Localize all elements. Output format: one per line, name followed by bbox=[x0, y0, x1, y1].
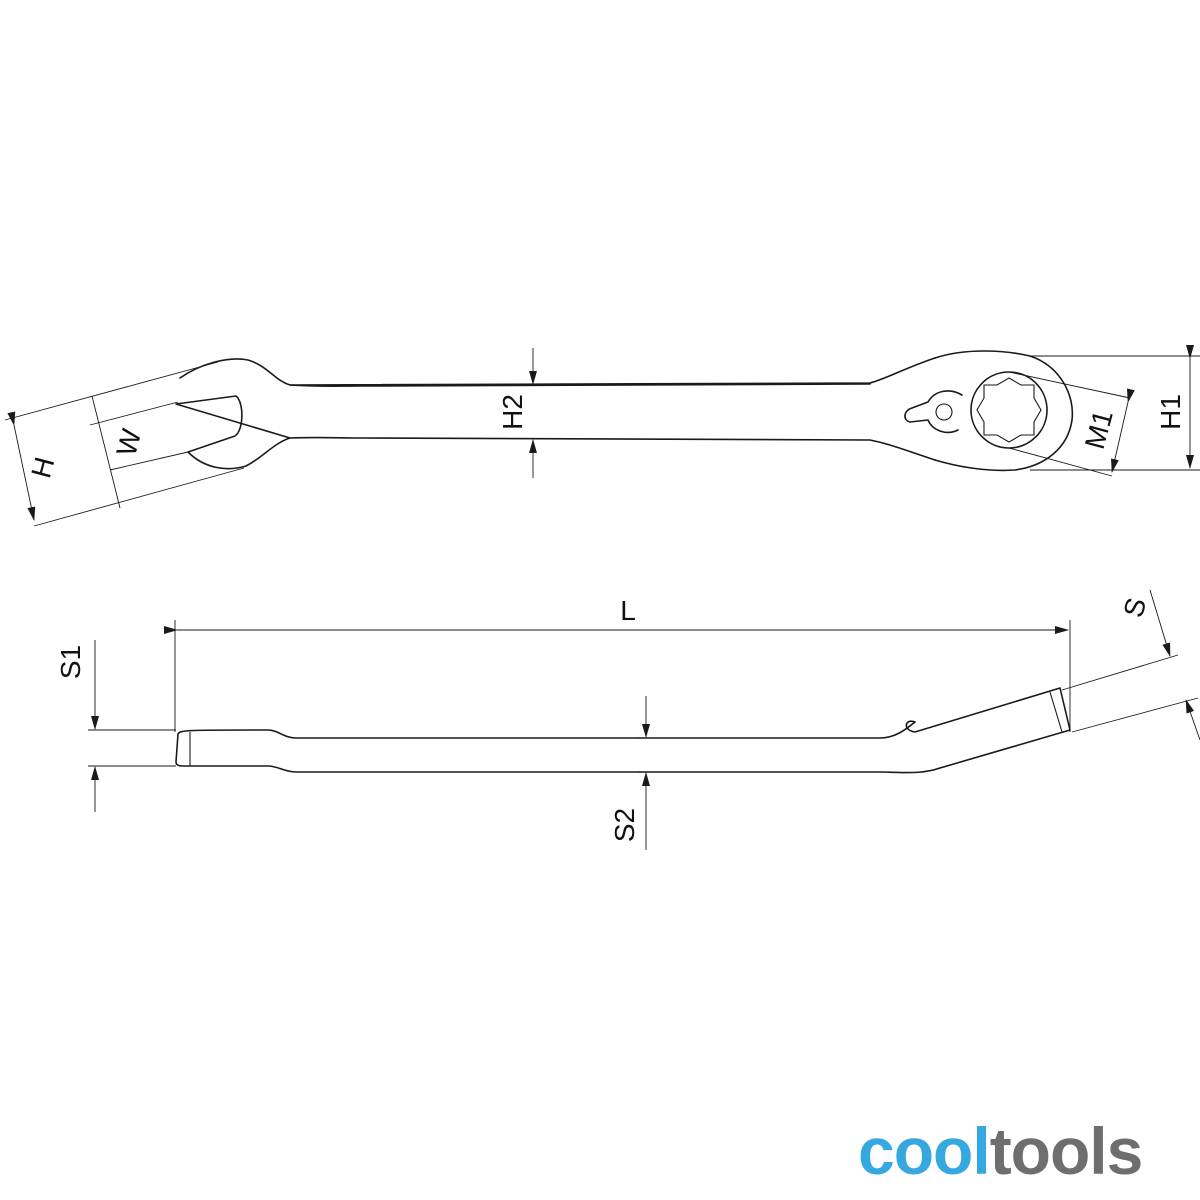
twelve-point-socket bbox=[976, 377, 1042, 443]
label-h1: H1 bbox=[1155, 394, 1186, 430]
brand-logo-part-cool: cool bbox=[858, 1114, 991, 1188]
wrench-top-view: H W H2 M1 H1 bbox=[4, 345, 1200, 527]
wrench-side-view: L S S1 S2 bbox=[55, 589, 1200, 850]
dim-w-ext-1 bbox=[89, 401, 179, 426]
label-l: L bbox=[620, 595, 636, 626]
shank-lower-edge bbox=[289, 436, 936, 461]
label-m1: M1 bbox=[1079, 407, 1119, 453]
brand-logo: cooltools bbox=[858, 1118, 1143, 1184]
dim-s-line-top bbox=[1149, 589, 1171, 657]
dim-s-ext-1 bbox=[1061, 654, 1179, 691]
label-s: S bbox=[1117, 595, 1152, 621]
dim-h-ext-1 bbox=[4, 361, 219, 421]
shank-upper-edge bbox=[289, 383, 871, 388]
dim-s-ext-2 bbox=[1071, 697, 1199, 733]
dim-w-line bbox=[91, 395, 121, 509]
dim-m1-ext-2 bbox=[1008, 447, 1113, 477]
dim-w-ext-2 bbox=[109, 451, 189, 471]
label-s1: S1 bbox=[55, 645, 86, 679]
open-end-head bbox=[175, 357, 936, 470]
side-shank bbox=[639, 721, 941, 774]
dim-m1-ext-1 bbox=[1008, 371, 1131, 399]
dim-m1-line bbox=[1110, 388, 1135, 473]
label-w: W bbox=[110, 425, 147, 459]
reversing-lever-pin bbox=[935, 403, 953, 421]
ring-bore bbox=[970, 371, 1048, 449]
dim-h-line bbox=[7, 411, 36, 521]
dim-s-line-bottom bbox=[1185, 699, 1200, 741]
side-ring-head-edge bbox=[1049, 691, 1063, 733]
brand-logo-part-tools: tools bbox=[989, 1114, 1144, 1188]
side-ring-head bbox=[905, 687, 1071, 769]
label-h: H bbox=[25, 454, 60, 482]
label-s2: S2 bbox=[609, 808, 640, 842]
dim-h-ext-2 bbox=[33, 467, 245, 527]
ring-head-outline bbox=[934, 350, 1074, 472]
reversing-lever bbox=[904, 390, 963, 434]
side-open-end bbox=[175, 729, 641, 773]
label-h2: H2 bbox=[497, 394, 528, 430]
